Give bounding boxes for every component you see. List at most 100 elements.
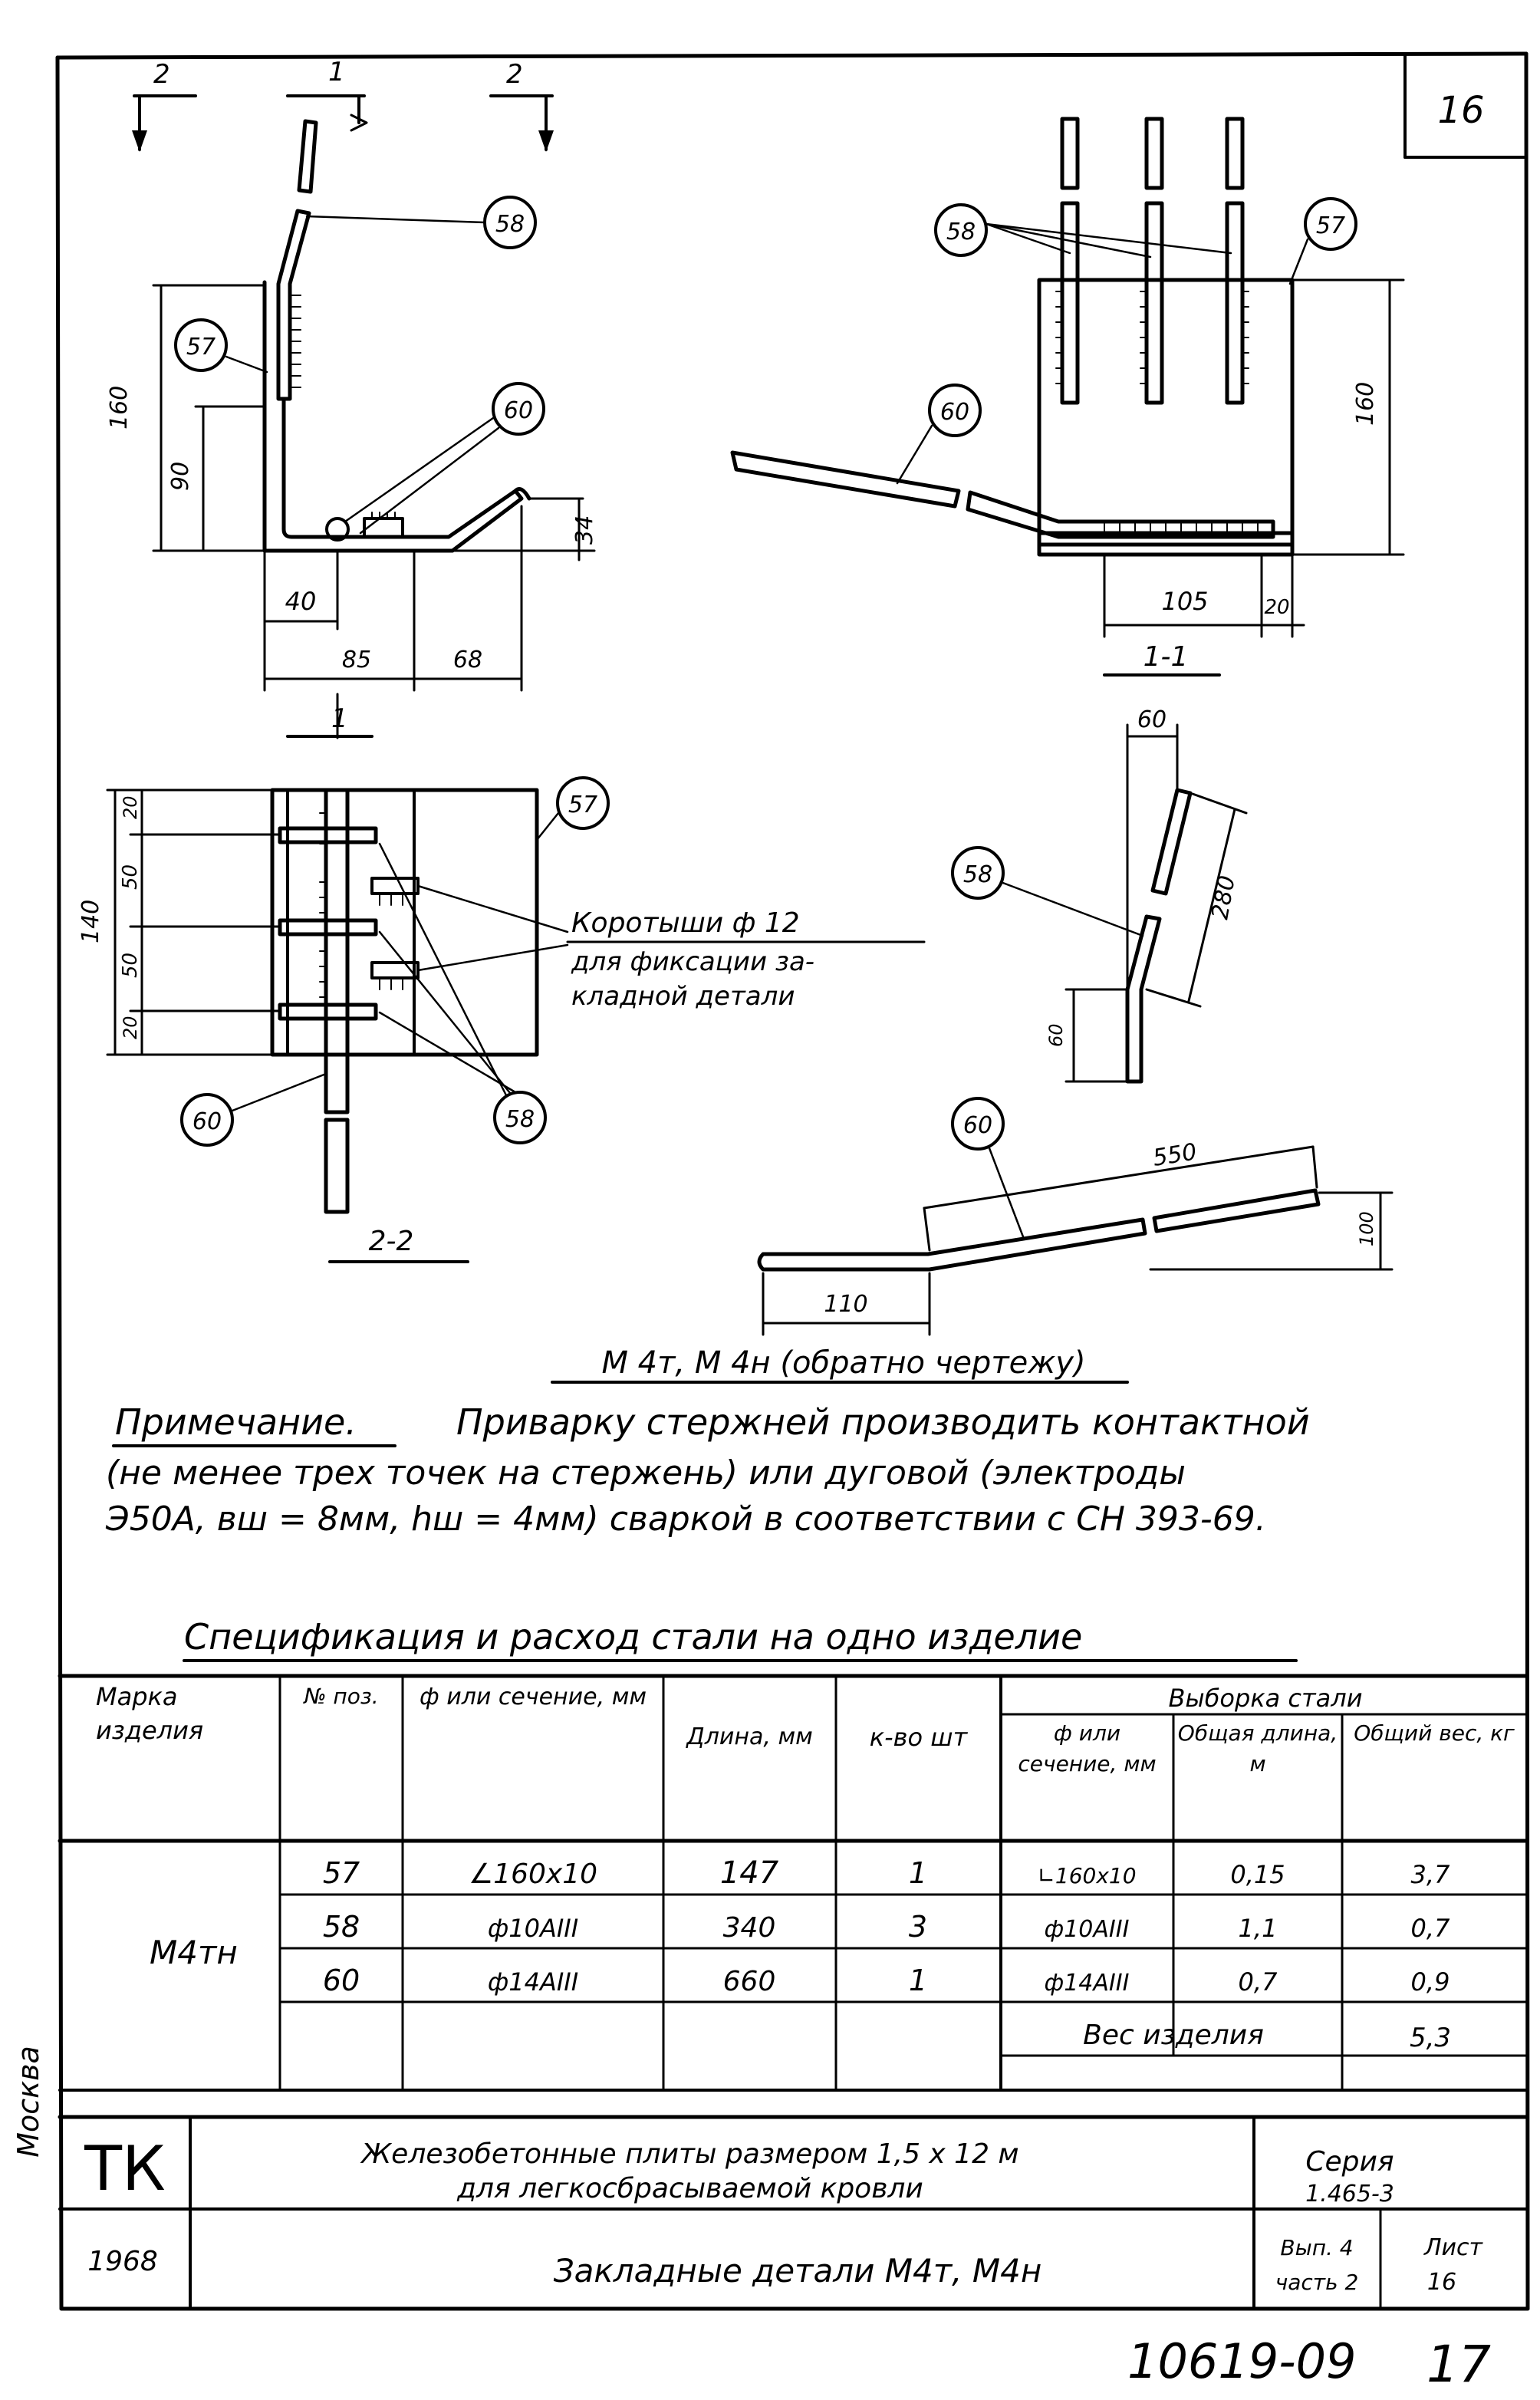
row2-section: ф10АIII [488,1914,578,1943]
hdr-pos: № поз. [304,1684,379,1709]
sheet-value: 16 [1427,2269,1456,2296]
hdr-qty: к-во шт [869,1723,968,1752]
section-cut-marks: 2 1 2 [132,57,554,152]
view-2-2-plan: 140 20 50 50 20 57 60 58 Коротыши ф 12 д… [77,776,926,1263]
bar60-dim-100: 100 [1356,1211,1377,1246]
row2-pos: 58 [323,1910,360,1944]
year: 1968 [87,2246,158,2277]
sheet-label: Лист [1423,2234,1484,2261]
row1-qty: 1 [909,1856,927,1890]
note-line3: Э50А, вш = 8мм, hш = 4мм) сваркой в соот… [105,1500,1266,1539]
short-rods-note-line3: кладной детали [571,981,795,1012]
row2-length: 340 [723,1912,776,1944]
corner-number: 16 [1437,89,1484,132]
mirror-caption: М 4т, М 4н (обратно чертежу) [601,1345,1085,1381]
table-row: 57 ∠160х10 147 1 ∟160х10 0,15 3,7 [323,1855,1450,1891]
hdr-length: Длина, мм [686,1723,813,1750]
title-line2: для легкосбрасываемой кровли [456,2173,923,2204]
v1-callout-58: 58 [495,211,525,238]
row3-pos: 60 [323,1964,360,1997]
short-rods-note-line2: для фиксации за- [571,947,814,977]
view-1-elevation: 160 90 34 40 85 68 58 57 60 1 [106,119,598,739]
view-1-1-front: 160 105 20 58 57 60 1-1 [730,117,1405,677]
v1-dim-160: 160 [106,386,133,430]
rod-58-detail: 60 280 60 58 [951,706,1248,1084]
hdr-section: ф или сечение, мм [420,1684,647,1710]
v22-dim-140: 140 [77,900,104,943]
row1-sel-section: ∟160х10 [1037,1863,1136,1888]
title-line1: Железобетонные плиты размером 1,5 х 12 м [360,2138,1018,2170]
v11-dim-105: 105 [1161,587,1208,616]
weight-label: Вес изделия [1083,2020,1264,2051]
v22-callout-60: 60 [192,1108,222,1135]
subtitle: Закладные детали М4т, М4н [554,2252,1042,2290]
mark-value: М4тн [150,1934,238,1971]
v1-dim-68: 68 [453,647,482,673]
title-block: ТК 1968 Железобетонные плиты размером 1,… [58,2115,1528,2310]
v11-dim-160: 160 [1352,382,1379,426]
series-label: Серия [1305,2146,1394,2178]
sheet-frame [55,51,1530,2311]
v11-callout-58: 58 [946,219,976,245]
rod58-dim-60v: 60 [1045,1023,1067,1047]
note-block: Примечание. Приварку стержней производит… [105,1401,1310,1539]
row3-section: ф14АIII [488,1967,578,1997]
bar-60-detail: 550 110 100 60 [757,1097,1394,1336]
page-number: 17 [1426,2335,1491,2394]
v22-dim-20b: 20 [120,1016,141,1039]
rod58-dim-280: 280 [1206,874,1240,921]
note-line2: (не менее трех точек на стержень) или ду… [106,1453,1186,1493]
v1-callout-60: 60 [504,397,533,424]
view-1-1-title: 1-1 [1143,641,1189,673]
weight-value: 5,3 [1410,2023,1451,2053]
row1-section: ∠160х10 [469,1858,597,1890]
row3-sel-section: ф14АIII [1045,1970,1130,1997]
row3-total-length: 0,7 [1239,1967,1278,1997]
row2-sel-section: ф10АIII [1045,1916,1130,1943]
v11-callout-57: 57 [1316,212,1345,239]
table-row: 58 ф10АIII 340 3 ф10АIII 1,1 0,7 [323,1910,1450,1944]
v1-dim-90: 90 [167,462,194,491]
row3-qty: 1 [909,1964,927,1997]
issue-label: Вып. 4 [1280,2235,1353,2260]
row2-total-weight: 0,7 [1411,1914,1451,1943]
v1-dim-85: 85 [342,647,371,673]
row3-total-weight: 0,9 [1411,1967,1450,1997]
table-row: 60 ф14АIII 660 1 ф14АIII 0,7 0,9 [323,1964,1450,1997]
section-mark-2-right: 2 [506,59,523,90]
spec-title: Спецификация и расход стали на одно изде… [184,1616,1082,1658]
row3-length: 660 [723,1966,776,1997]
part-label: часть 2 [1275,2270,1359,2295]
view-2-2-title: 2-2 [369,1226,414,1257]
v11-dim-20: 20 [1264,596,1289,619]
v11-callout-60: 60 [940,399,969,426]
v22-callout-58: 58 [505,1106,535,1133]
row1-length: 147 [720,1855,779,1891]
rod58-dim-60: 60 [1137,706,1167,733]
row2-total-length: 1,1 [1239,1914,1278,1943]
note-label: Примечание. [115,1401,357,1443]
row1-pos: 57 [323,1856,360,1890]
bar60-dim-110: 110 [824,1291,867,1318]
hdr-sel-section: ф или сечение, мм [1018,1720,1157,1776]
v1-dim-40: 40 [285,587,317,616]
view-1-title: 1 [331,703,348,734]
row2-qty: 3 [909,1910,927,1944]
hdr-sel-total-length: Общая длина, м [1177,1720,1338,1776]
v1-callout-57: 57 [186,334,216,360]
v22-dim-50a: 50 [119,864,142,890]
row1-total-weight: 3,7 [1411,1860,1451,1889]
archive-number: 10619-09 [1127,2333,1357,2389]
v22-dim-20a: 20 [120,795,141,819]
org-logo: ТК [84,2133,166,2204]
side-label: Москва [12,2046,45,2158]
v1-dim-34: 34 [571,515,598,545]
v22-callout-57: 57 [568,792,597,818]
section-mark-1-top: 1 [328,57,345,87]
v22-dim-50b: 50 [119,953,142,978]
hdr-sel-total-weight: Общий вес, кг [1354,1720,1515,1746]
spec-table: Спецификация и расход стали на одно изде… [58,1616,1528,2092]
section-mark-2-left: 2 [153,59,170,90]
hdr-selection: Выборка стали [1168,1684,1362,1713]
mirror-caption-group: М 4т, М 4н (обратно чертежу) [551,1345,1129,1384]
